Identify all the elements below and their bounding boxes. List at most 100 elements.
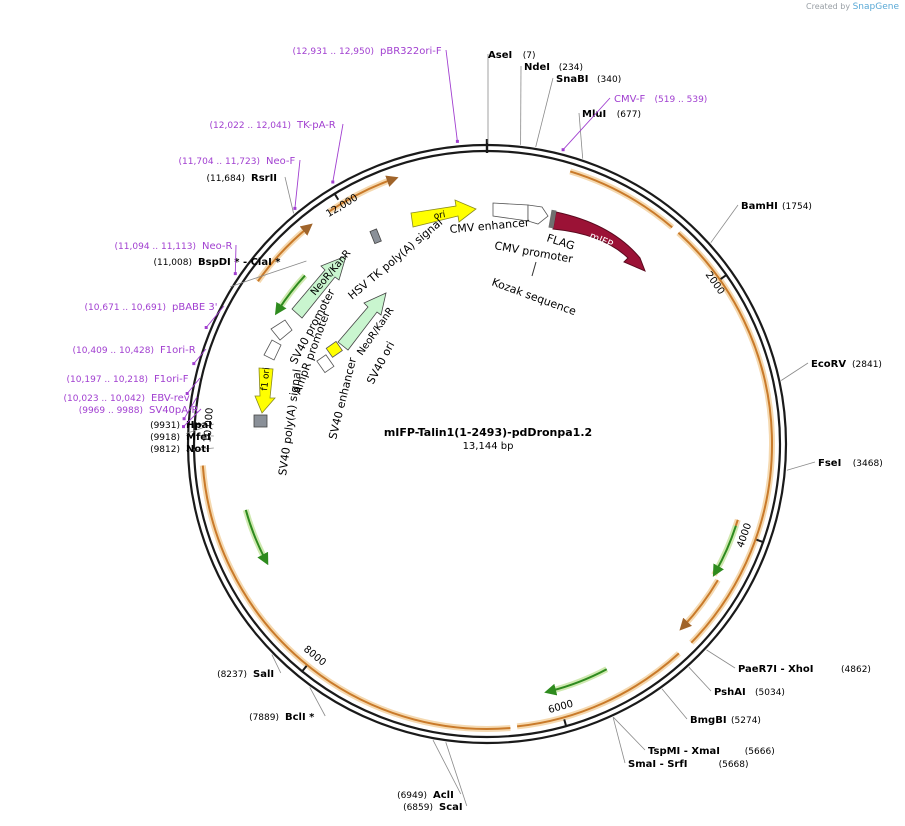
f1-ori-feature: f1 ori xyxy=(254,367,276,414)
orange-arc xyxy=(516,652,680,728)
primer-marker xyxy=(561,148,565,152)
restriction-site-name[interactable]: HpaI xyxy=(186,420,212,431)
orange-arc xyxy=(257,223,313,282)
restriction-sites: AseI (7)NdeI (234)SnaBI (340) MluI (677) BamHI… xyxy=(150,50,883,813)
primer-name[interactable]: pBR322ori-F xyxy=(380,46,442,57)
restriction-site-position: (234) xyxy=(559,63,583,73)
restriction-site-name[interactable]: SmaI - SrfI xyxy=(628,759,687,770)
sv40-polya-box xyxy=(253,414,268,428)
primer-range: (9969 .. 9988) xyxy=(79,406,143,416)
flag-marker xyxy=(548,209,557,229)
green-feature-arrows xyxy=(242,273,739,696)
primer-marker xyxy=(293,206,297,210)
restriction-site-position: (677) xyxy=(617,110,641,120)
restriction-site-position: (7) xyxy=(523,51,536,61)
green-arrow xyxy=(244,509,269,566)
green-arrow xyxy=(274,274,306,316)
tick-mark xyxy=(193,423,202,426)
primer-name[interactable]: Neo-R xyxy=(202,241,233,252)
sv40-promoter-box xyxy=(270,319,293,341)
restriction-site-name[interactable]: BclI * xyxy=(285,712,315,723)
primer-name[interactable]: pBABE 3' xyxy=(172,302,218,313)
restriction-site-name[interactable]: BmgBI xyxy=(690,715,727,726)
restriction-site-name[interactable]: NdeI xyxy=(524,62,550,73)
primer-leader xyxy=(445,49,458,142)
orange-feature-arcs xyxy=(199,168,776,732)
restriction-site-name[interactable]: EcoRV xyxy=(811,359,846,370)
restriction-site-name[interactable]: MluI xyxy=(582,109,606,120)
primer-range: (11,704 .. 11,723) xyxy=(179,157,260,167)
primer-name[interactable]: F1ori-R xyxy=(160,345,196,356)
orange-arc-glow xyxy=(255,224,311,284)
primer-range: (519 .. 539) xyxy=(655,95,708,105)
restriction-site-position: (9918) xyxy=(150,433,180,443)
primer-name[interactable]: EBV-rev xyxy=(151,393,190,404)
snapgene-credit: Created by SnapGene xyxy=(806,2,899,12)
site-leader xyxy=(786,461,816,471)
primer-name[interactable]: TK-pA-R xyxy=(296,120,336,131)
site-leader xyxy=(661,688,688,720)
plasmid-name: mIFP-Talin1(1-2493)-pdDronpa1.2 xyxy=(384,426,592,439)
site-leader xyxy=(271,654,282,674)
site-leader xyxy=(186,435,214,437)
restriction-site-name[interactable]: AclI xyxy=(433,790,454,801)
restriction-site-name[interactable]: PshAI xyxy=(714,687,746,698)
tick-mark xyxy=(756,538,765,544)
primer-name[interactable]: Neo-F xyxy=(266,156,296,167)
restriction-site-name[interactable]: SalI xyxy=(253,669,274,680)
site-leader xyxy=(186,447,214,451)
plasmid-size: 13,144 bp xyxy=(463,441,514,452)
primer-range: (10,023 .. 10,042) xyxy=(64,394,145,404)
primer-range: (11,094 .. 11,113) xyxy=(115,242,196,252)
restriction-site-name[interactable]: NotI xyxy=(186,444,210,455)
primer-marker xyxy=(182,425,185,429)
restriction-site-name[interactable]: RsrII xyxy=(251,173,277,184)
restriction-site-name[interactable]: PaeR7I - XhoI xyxy=(738,664,814,675)
restriction-site-name[interactable]: ScaI xyxy=(439,802,463,813)
f1-ori-label: f1 ori xyxy=(260,367,272,391)
restriction-site-position: (340) xyxy=(597,75,621,85)
ampr-promoter-box xyxy=(263,339,282,361)
site-leader xyxy=(578,112,584,159)
restriction-site-position: (11,684) xyxy=(206,174,245,184)
orange-arc xyxy=(329,175,399,213)
primer-range: (10,409 .. 10,428) xyxy=(73,346,154,356)
tick-mark xyxy=(333,192,340,201)
tick-mark xyxy=(720,273,728,280)
restriction-site-name[interactable]: AseI xyxy=(488,50,512,61)
primer-name[interactable]: CMV-F xyxy=(614,94,645,105)
kozak-label: Kozak sequence xyxy=(490,276,578,319)
kozak-leader xyxy=(531,261,537,277)
restriction-site-name[interactable]: BamHI xyxy=(741,201,778,212)
restriction-site-position: (1754) xyxy=(782,202,812,212)
primer-name[interactable]: SV40pA-R xyxy=(149,405,198,416)
hsv-tk-polya-box xyxy=(369,228,382,245)
primer-marker xyxy=(192,362,196,366)
primer-leader xyxy=(205,305,225,328)
orange-arc xyxy=(201,465,511,730)
green-arrow xyxy=(712,525,737,577)
sv40-ori-box xyxy=(325,340,343,358)
cmv-promoter-box xyxy=(527,204,549,225)
site-leader xyxy=(445,742,468,807)
primer-name[interactable]: F1ori-F xyxy=(154,374,189,385)
ori-feature: ori xyxy=(410,199,477,228)
restriction-site-position: (8237) xyxy=(217,670,247,680)
restriction-site-name[interactable]: MfeI xyxy=(186,432,211,443)
orange-arc xyxy=(679,579,719,631)
restriction-site-name[interactable]: SnaBI xyxy=(556,74,588,85)
green-arrow xyxy=(544,668,608,696)
restriction-site-name[interactable]: FseI xyxy=(818,458,841,469)
restriction-site-position: (3468) xyxy=(853,459,883,469)
site-leader xyxy=(612,717,626,764)
neor-kanr-lower xyxy=(337,292,387,351)
primer-sites: (12,931 .. 12,950) pBR322ori-F CMV-F (519 .… xyxy=(64,46,708,429)
primer-range: (12,931 .. 12,950) xyxy=(293,47,374,57)
sv40-enhancer-box xyxy=(316,354,335,374)
restriction-site-position: (5668) xyxy=(719,760,749,770)
primer-marker xyxy=(185,392,189,395)
restriction-site-name[interactable]: TspMI - XmaI xyxy=(648,746,720,757)
site-leader xyxy=(780,362,809,381)
restriction-site-name[interactable]: BspDI * - ClaI * xyxy=(198,257,281,268)
